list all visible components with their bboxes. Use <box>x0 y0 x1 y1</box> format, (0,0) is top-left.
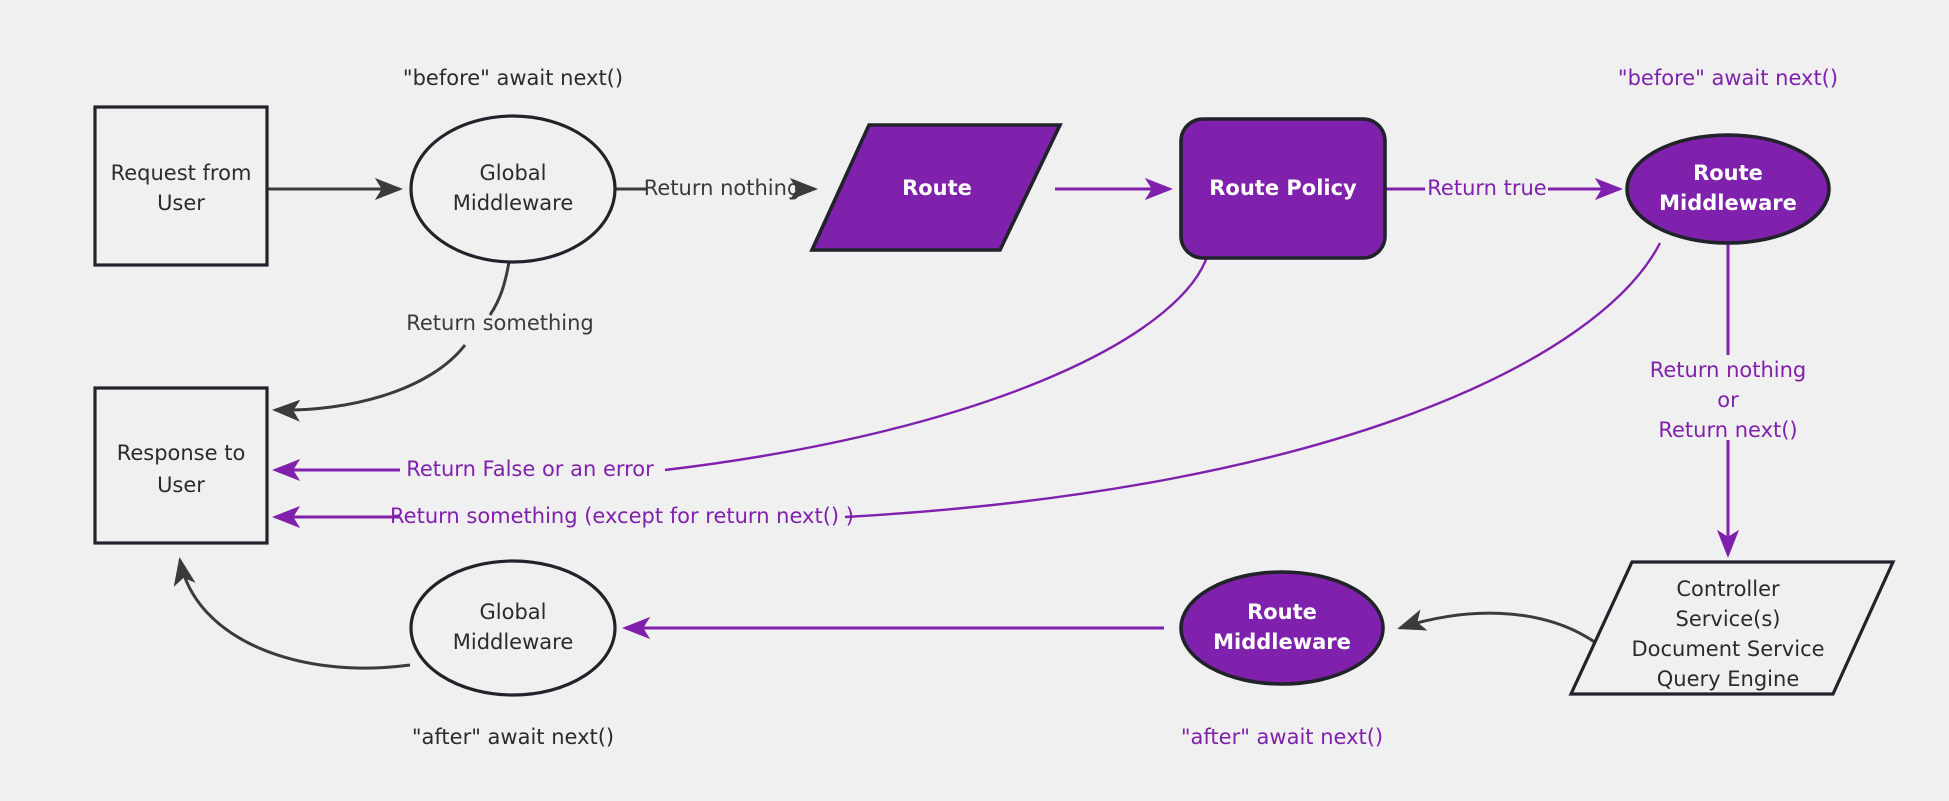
node-route-middleware-top-line1: Route <box>1693 161 1763 185</box>
node-global-middleware-top-line1: Global <box>480 161 547 185</box>
edge-route-middleware-to-response-return-something <box>844 242 1662 519</box>
edge-global-middleware-bottom-to-response <box>173 557 411 670</box>
node-request-from-user-line2: User <box>157 191 205 215</box>
node-route[interactable] <box>809 123 1063 252</box>
edge-label-return-false-or-error: Return False or an error <box>406 457 654 481</box>
edge-label-return-nothing-line1: Return nothing <box>1650 358 1807 382</box>
node-response-to-user-line1: Response to <box>117 441 246 465</box>
annotation-before-await-next-route-middleware: "before" await next() <box>1618 66 1838 90</box>
node-route-policy[interactable] <box>1179 117 1387 260</box>
node-global-middleware-top[interactable] <box>409 114 617 264</box>
annotation-before-await-next-global: "before" await next() <box>403 66 623 90</box>
node-global-middleware-bottom-line2: Middleware <box>453 630 574 654</box>
edge-label-or-line2: or <box>1717 388 1739 412</box>
node-controller-line2: Service(s) <box>1676 607 1781 631</box>
node-route-label: Route <box>902 176 972 200</box>
edge-controller-to-route-middleware-bottom <box>1397 609 1597 645</box>
edge-label-return-something-to-response <box>272 344 467 422</box>
node-response-to-user-line2: User <box>157 473 205 497</box>
node-global-middleware-bottom[interactable] <box>409 559 617 697</box>
node-request-from-user[interactable] <box>93 105 269 267</box>
node-route-middleware-bottom-line2: Middleware <box>1213 630 1351 654</box>
node-controller-line3: Document Service <box>1631 637 1824 661</box>
edge-label-return-true: Return true <box>1427 176 1546 200</box>
node-route-middleware-bottom[interactable] <box>1179 570 1385 686</box>
node-global-middleware-top-line2: Middleware <box>453 191 574 215</box>
node-global-middleware-bottom-line1: Global <box>480 600 547 624</box>
node-request-from-user-line1: Request from <box>111 161 252 185</box>
edge-label-return-something-except-next: Return something (except for return next… <box>390 504 854 528</box>
edge-label-return-next-line3: Return next() <box>1658 418 1797 442</box>
node-controller-line1: Controller <box>1676 577 1780 601</box>
edge-label-return-nothing: Return nothing <box>644 176 801 200</box>
node-response-to-user[interactable] <box>93 386 269 545</box>
node-route-middleware-top[interactable] <box>1625 133 1831 245</box>
annotation-after-await-next-global: "after" await next() <box>412 725 614 749</box>
node-controller-line4: Query Engine <box>1657 667 1799 691</box>
annotation-after-await-next-route-middleware: "after" await next() <box>1181 725 1383 749</box>
edge-route-policy-to-response-false-or-error <box>664 249 1211 472</box>
node-controller-services[interactable] <box>1568 560 1896 696</box>
edge-label-return-something-top: Return something <box>406 311 594 335</box>
edge-global-middleware-to-label-return-something <box>488 261 511 316</box>
node-route-middleware-top-line2: Middleware <box>1659 191 1797 215</box>
node-route-middleware-bottom-line1: Route <box>1247 600 1317 624</box>
node-route-policy-label: Route Policy <box>1209 176 1357 200</box>
